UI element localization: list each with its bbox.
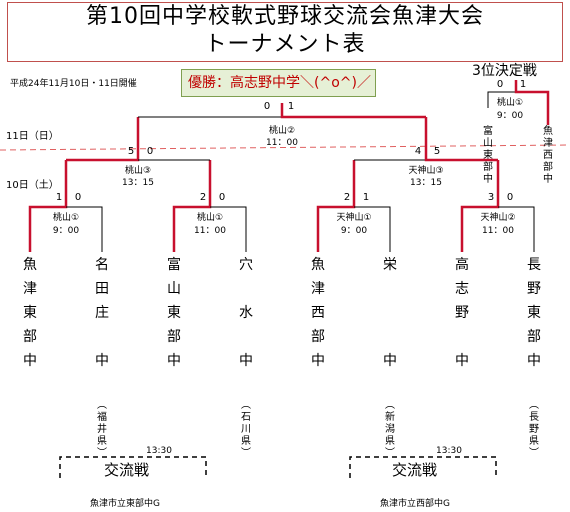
exchange-right-time: 13:30 [436, 446, 462, 456]
r1m4-right [498, 206, 535, 252]
winner-banner: 優勝：高志野中学＼(^o^)／ [181, 69, 376, 97]
third-right [514, 80, 550, 125]
pref-nagano: ︵長野県︶ [529, 400, 539, 459]
exchange-left-venue: 魚津市立東部中G [90, 499, 160, 509]
pref-fukui: ︵福井県︶ [97, 400, 107, 459]
pref-ishikawa: ︵石川県︶ [241, 400, 251, 459]
tournament-title: 第10回中学校軟式野球交流会魚津大会 [86, 4, 484, 29]
team-0: 魚津東部中 [23, 257, 37, 369]
r1m2-right [210, 206, 247, 252]
exchange-box-right [349, 456, 497, 478]
r1m2-left [172, 160, 212, 252]
third-venue: 桃山① [496, 98, 524, 108]
third-score-right: 1 [519, 79, 527, 90]
pref-niigata: ︵新潟県︶ [385, 400, 395, 459]
r1m3-time: 9：00 [340, 226, 368, 236]
r1m3-right [354, 206, 391, 252]
semi2-score-left: 4 [414, 146, 422, 157]
r1m4-time: 11：00 [482, 226, 514, 236]
exchange-left-label: 交流戦 [104, 461, 150, 479]
final-right [280, 103, 426, 119]
day-label-10: 10日（土） [6, 180, 59, 191]
title-box: 第10回中学校軟式野球交流会魚津大会 トーナメント表 [7, 2, 563, 62]
team-6: 高志野中 [455, 257, 469, 369]
r1m3-score-right: 1 [362, 192, 370, 203]
r1m1-score-right: 0 [74, 192, 82, 203]
day-label-11: 11日（日） [6, 131, 59, 142]
r1m1-score-left: 1 [55, 192, 63, 203]
exchange-right-venue: 魚津市立西部中G [380, 499, 450, 509]
third-team-left: 富山東部中 [483, 126, 493, 185]
semi1-score-left: 5 [127, 146, 135, 157]
event-dates: 平成24年11月10日・11日開催 [10, 79, 137, 89]
team-4: 魚津西部中 [311, 257, 325, 369]
tournament-subtitle: トーナメント表 [204, 32, 366, 57]
semi1-venue: 桃山③ [124, 166, 152, 176]
third-score-left: 0 [496, 79, 504, 90]
r1m1-venue: 桃山① [52, 213, 80, 223]
r1m2-score-left: 2 [199, 192, 207, 203]
semi1-time: 13：15 [122, 178, 154, 188]
day-divider [0, 144, 570, 151]
r1m2-score-right: 0 [218, 192, 226, 203]
r1m1-left [28, 160, 68, 252]
final-time: 11：00 [266, 138, 298, 148]
r1m4-venue: 天神山② [480, 213, 516, 223]
semi1-score-right: 0 [146, 146, 154, 157]
r1m1-right [66, 206, 103, 252]
r1m2-venue: 桃山① [196, 213, 224, 223]
r1m3-left [316, 160, 356, 252]
third-place-title: 3位決定戦 [472, 63, 537, 79]
semi2-time: 13：15 [410, 178, 442, 188]
team-5: 栄中 [383, 257, 397, 369]
final-score-left: 0 [263, 101, 271, 112]
r1m3-score-left: 2 [343, 192, 351, 203]
exchange-left-time: 13:30 [146, 446, 172, 456]
semi2-venue: 天神山③ [408, 166, 444, 176]
r1m4-left [460, 160, 500, 252]
team-3: 穴水中 [239, 257, 253, 369]
team-7: 長野東部中 [527, 257, 541, 369]
third-left [487, 91, 516, 108]
r1m2-time: 11：00 [194, 226, 226, 236]
third-time: 9：00 [496, 111, 524, 121]
team-2: 富山東部中 [167, 257, 181, 369]
r1m4-score-left: 3 [487, 192, 495, 203]
r1m4-score-right: 0 [506, 192, 514, 203]
exchange-right-label: 交流戦 [392, 461, 438, 479]
third-team-right: 魚津西部中 [543, 126, 553, 185]
semi2-right [424, 117, 498, 162]
semi2-score-right: 5 [433, 146, 441, 157]
final-venue: 桃山② [268, 126, 296, 136]
r1m3-venue: 天神山① [336, 213, 372, 223]
final-score-right: 1 [287, 101, 295, 112]
exchange-box-left [59, 456, 207, 478]
team-1: 名田庄中 [95, 257, 109, 369]
r1m1-time: 9：00 [52, 226, 80, 236]
